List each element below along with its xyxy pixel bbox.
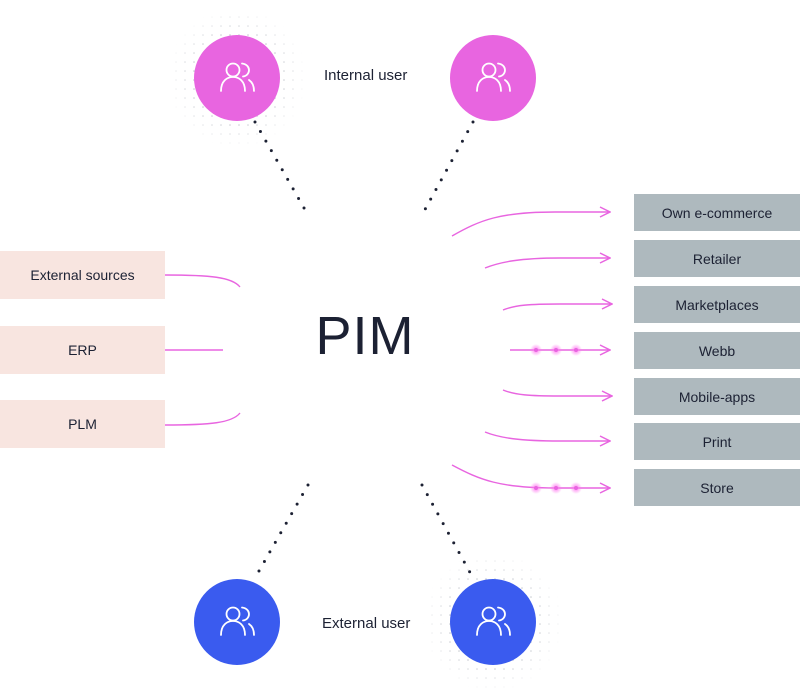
source-label: PLM (68, 416, 97, 432)
pim-center-label: PIM (315, 306, 415, 366)
source-box-external-sources: External sources (0, 251, 165, 299)
connector-mobile-apps (502, 389, 612, 396)
source-connectors (164, 274, 241, 426)
destination-box-store: Store (634, 469, 800, 506)
destination-connectors (451, 212, 612, 488)
user-dotted-lines (253, 120, 475, 580)
destination-label: Retailer (692, 250, 742, 267)
source-box-plm: PLM (0, 400, 165, 448)
destination-box-marketplaces: Marketplaces (634, 286, 800, 323)
users-icon (220, 606, 255, 636)
internal-user-node-left (194, 35, 280, 121)
connector-own-ecommerce (451, 212, 610, 237)
dotted-line-external-right (420, 483, 475, 580)
dotted-line-external-left (253, 483, 310, 580)
external-user-node-left (194, 579, 280, 665)
internal-user-label: Internal user (324, 67, 408, 84)
source-box-erp: ERP (0, 326, 165, 374)
destination-label: Print (702, 433, 732, 450)
destination-label: Own e-commerce (661, 204, 773, 221)
destination-box-retailer: Retailer (634, 240, 800, 277)
destination-label: Mobile-apps (678, 388, 756, 405)
dotted-line-internal-left (253, 120, 310, 217)
connector-print (484, 431, 610, 441)
users-icon (476, 606, 511, 636)
pulse-dots (530, 344, 582, 494)
connector-plm (164, 412, 241, 426)
connector-marketplaces (502, 304, 612, 311)
destination-label: Marketplaces (675, 296, 759, 313)
destination-label: Store (700, 479, 734, 496)
connector-store (451, 464, 610, 488)
connector-retailer (484, 258, 610, 269)
users-icon (476, 62, 511, 92)
dotted-line-internal-right (420, 120, 475, 217)
connector-external-sources (164, 274, 241, 288)
users-icon (220, 62, 255, 92)
destination-box-webb: Webb (634, 332, 800, 369)
destination-box-print: Print (634, 423, 800, 460)
external-user-label: External user (322, 615, 411, 632)
source-label: ERP (68, 342, 97, 358)
destination-box-mobile-apps: Mobile-apps (634, 378, 800, 415)
destination-box-own-ecommerce: Own e-commerce (634, 194, 800, 231)
destination-label: Webb (698, 342, 736, 359)
internal-user-node-right (450, 35, 536, 121)
external-user-node-right (450, 579, 536, 665)
source-label: External sources (30, 267, 135, 283)
